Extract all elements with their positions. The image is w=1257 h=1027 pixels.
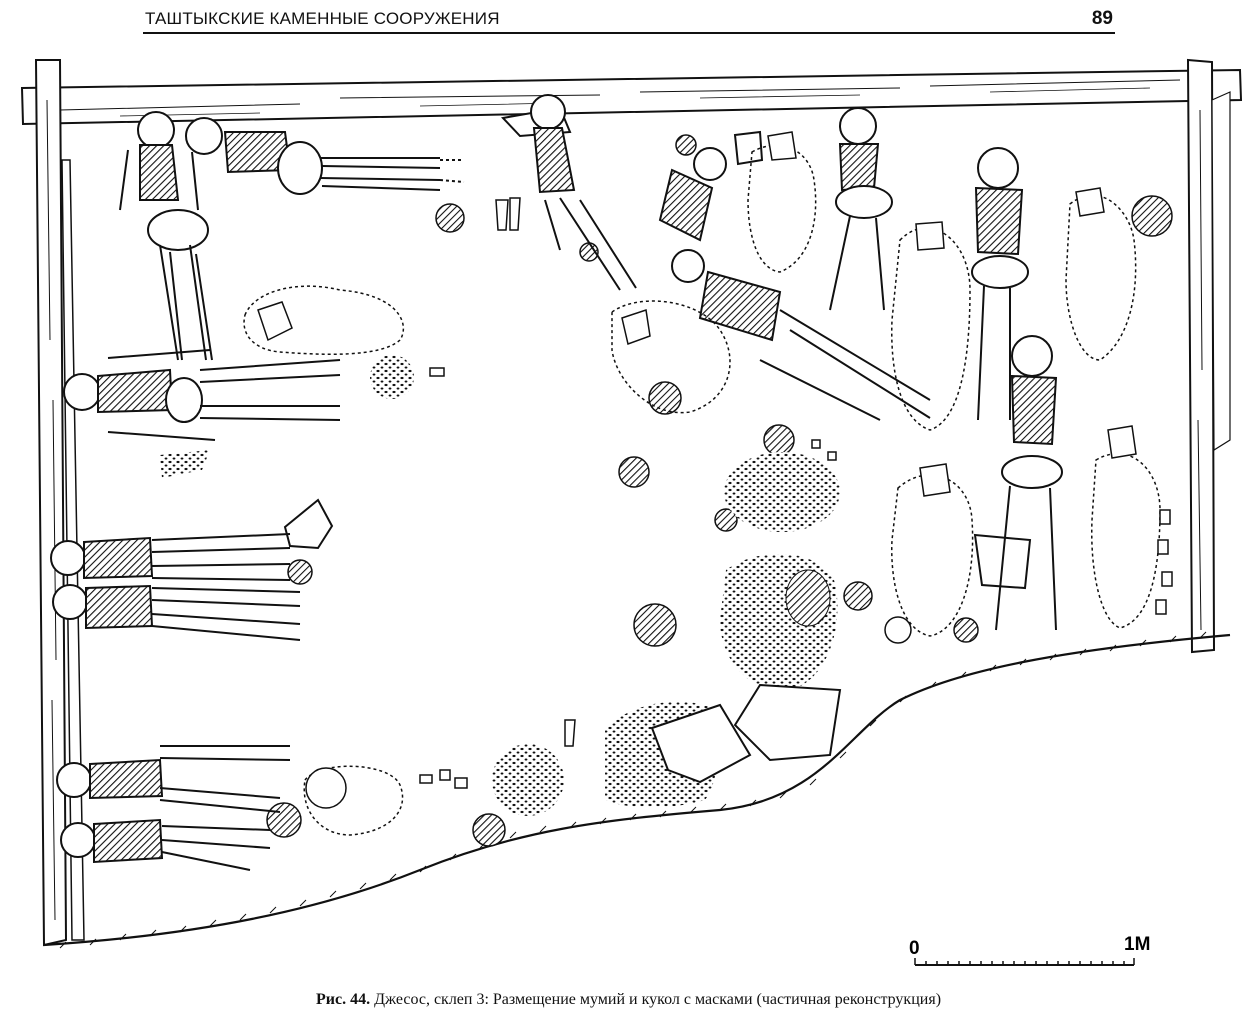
- skeleton-upper-left-1: [119, 111, 213, 361]
- skeleton-bottom-left-2: [60, 818, 271, 871]
- crypt-frame: [20, 58, 1243, 947]
- running-title: ТАШТЫКСКИЕ КАМЕННЫЕ СООРУЖЕНИЯ: [145, 9, 500, 28]
- scale-start-label: 0: [909, 938, 920, 959]
- figure-caption-text: Джесос, склеп 3: Размещение мумий и куко…: [370, 991, 942, 1008]
- skeleton-upper-middle-2: [658, 147, 931, 421]
- doll-outline-upper-right-2: [891, 221, 971, 431]
- skeleton-upper-left-2: [185, 117, 465, 195]
- doll-outline-bottom: [303, 765, 404, 836]
- crypt-plan-figure: 0 1M: [0, 40, 1257, 990]
- small-bones-right: [1155, 509, 1173, 615]
- doll-outline-upper-right-3: [1065, 187, 1137, 361]
- skeleton-bottom-left-1: [56, 745, 291, 813]
- doll-outline-left: [243, 285, 405, 355]
- pit-edge: [43, 631, 1231, 949]
- skeleton-left-lower-2: [52, 584, 301, 641]
- stone-slabs: [283, 106, 1032, 784]
- figure-caption-label: Рис. 44.: [315, 991, 371, 1008]
- doll-outline-upper-right-1: [747, 131, 817, 273]
- hatched-vessels: [266, 134, 1173, 847]
- skeleton-upper-middle-1: [530, 94, 637, 291]
- skeleton-upper-right-1: [829, 107, 893, 311]
- page-number: 89: [1091, 8, 1113, 29]
- figure-caption: Рис. 44. Джесос, склеп 3: Размещение мум…: [0, 991, 1257, 1009]
- small-bones-center: [419, 197, 837, 789]
- doll-outline-right-middle-1: [891, 463, 974, 637]
- skeleton-left-middle: [63, 349, 341, 441]
- running-header: ТАШТЫКСКИЕ КАМЕННЫЕ СООРУЖЕНИЯ 89: [143, 8, 1115, 34]
- doll-outline-upper-middle: [611, 300, 731, 414]
- skeleton-left-lower-1: [50, 533, 291, 581]
- doll-outline-right-middle-2: [1090, 425, 1161, 629]
- skeleton-right-middle: [995, 335, 1063, 631]
- scale-end-label: 1M: [1124, 934, 1150, 955]
- skeleton-upper-right-2: [971, 147, 1029, 421]
- scale-bar: 0 1M: [909, 934, 1150, 966]
